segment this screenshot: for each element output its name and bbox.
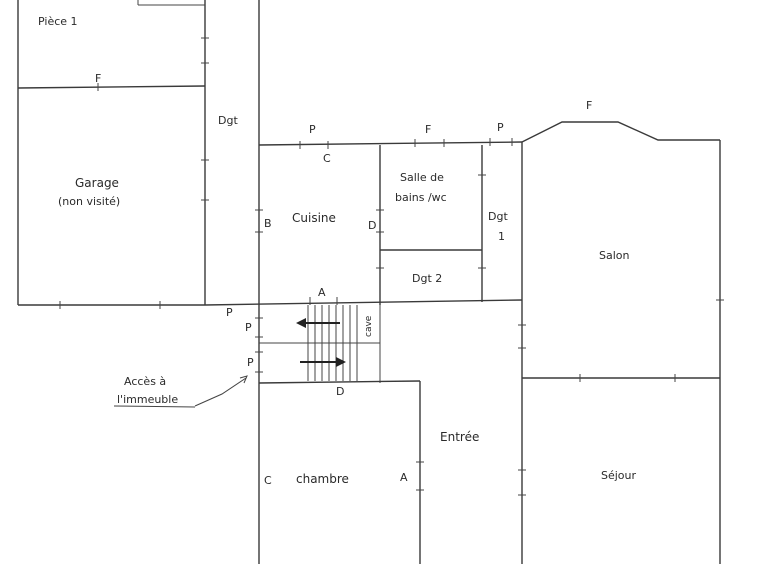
room-label-cave: cave [364,315,374,337]
room-label-dgt: Dgt [218,114,238,127]
arrow-left-icon [296,318,340,328]
label-immeuble: l'immeuble [117,393,178,406]
room-label-salon: Salon [599,249,630,262]
marker-p: P [247,356,254,369]
room-label-dgt2: Dgt 2 [412,272,442,285]
room-label-chambre: chambre [296,472,349,486]
room-label-sdb-wc: bains /wc [395,191,447,204]
marker-d: D [368,219,376,232]
walls [17,0,721,564]
marker-f: F [95,72,101,85]
room-label-piece1: Pièce 1 [38,15,78,28]
label-acces: Accès à [124,375,166,388]
marker-f: F [586,99,592,112]
marker-c: C [323,152,331,165]
marker-p: P [309,123,316,136]
room-label-garage-note: (non visité) [58,195,120,208]
room-label-sejour: Séjour [601,469,637,482]
marker-d: D [336,385,344,398]
marker-p: P [497,121,504,134]
marker-b: B [264,217,272,230]
room-label-cuisine: Cuisine [292,211,336,225]
staircase [307,305,358,381]
markers: F F F P P C B D A P P P D C A [95,72,592,487]
arrow-right-icon [300,357,346,367]
room-label-dgt1: Dgt [488,210,508,223]
marker-f: F [425,123,431,136]
marker-c: C [264,474,272,487]
wall-ticks [59,37,724,496]
room-label-garage: Garage [75,176,119,190]
marker-p: P [245,321,252,334]
room-label-sdb: Salle de [400,171,444,184]
marker-a: A [400,471,408,484]
room-label-dgt1-num: 1 [498,230,505,243]
access-pointer [113,375,248,408]
marker-a: A [318,286,326,299]
room-label-entree: Entrée [440,430,479,444]
marker-p: P [226,306,233,319]
